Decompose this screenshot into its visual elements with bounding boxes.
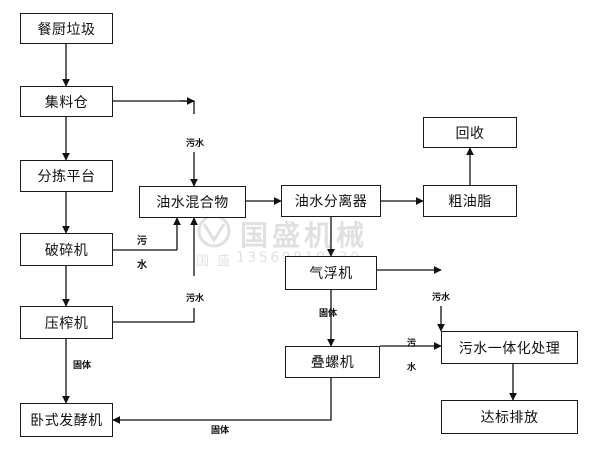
label-wastewater-crusher-b: 水 <box>137 260 147 271</box>
label-solid-screwpress: 固体 <box>211 426 230 436</box>
line-screwpress-solid <box>112 378 332 424</box>
node-collection-bin: 集料仓 <box>20 86 113 117</box>
label-solid-press: 固体 <box>73 361 92 371</box>
node-discharge: 达标排放 <box>441 400 578 434</box>
label-solid-flotation: 固体 <box>319 309 338 319</box>
node-crude-grease: 粗油脂 <box>423 185 517 217</box>
node-recycle: 回收 <box>423 117 517 148</box>
node-oil-water-mixture: 油水混合物 <box>139 186 246 218</box>
node-oil-water-separator: 油水分离器 <box>281 185 381 217</box>
node-sorting-platform: 分拣平台 <box>20 160 113 192</box>
label-wastewater-press: 污水 <box>186 294 205 304</box>
node-air-flotation: 气浮机 <box>285 256 377 290</box>
label-wastewater-screwpress-b: 水 <box>407 363 417 373</box>
label-wastewater-bin: 污水 <box>186 139 205 149</box>
line-press-wastewater <box>113 308 195 323</box>
label-wastewater-crusher-a: 污 <box>137 236 147 247</box>
label-wastewater-flotation: 污水 <box>432 293 451 303</box>
node-screw-press: 叠螺机 <box>285 346 380 378</box>
node-crusher: 破碎机 <box>20 233 113 266</box>
line-bin-wastewater <box>113 100 195 114</box>
node-kitchen-waste: 餐厨垃圾 <box>20 13 113 44</box>
label-wastewater-screwpress-a: 污 <box>407 339 417 349</box>
node-press: 压榨机 <box>20 306 113 339</box>
node-fermenter: 卧式发酵机 <box>20 403 113 437</box>
node-wastewater-treatment: 污水一体化处理 <box>441 331 578 364</box>
